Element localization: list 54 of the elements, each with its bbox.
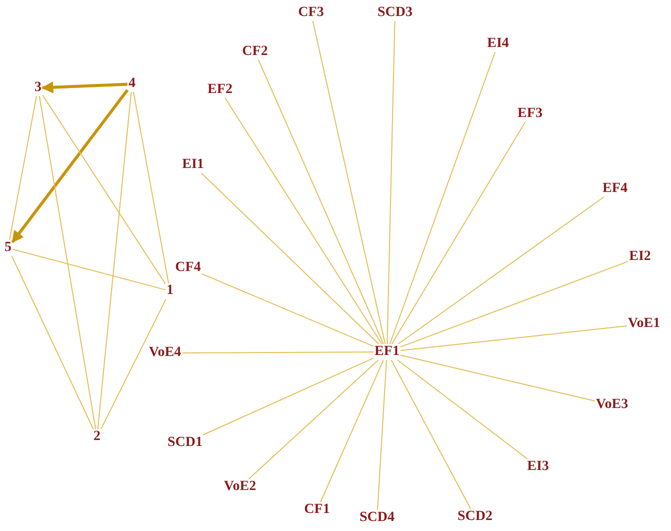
node-label: CF4 bbox=[174, 260, 202, 276]
connector-line bbox=[398, 196, 604, 344]
node-label: EI1 bbox=[181, 157, 205, 173]
connector-line bbox=[42, 94, 166, 285]
connector-line bbox=[248, 360, 379, 480]
connector-line bbox=[200, 172, 380, 344]
node-label: EF1 bbox=[374, 344, 400, 360]
connector-line bbox=[390, 360, 472, 510]
node-label: 3 bbox=[34, 80, 42, 96]
node-label: 5 bbox=[4, 240, 12, 256]
connector-line bbox=[400, 325, 628, 352]
connector-line bbox=[376, 360, 388, 510]
connector-line bbox=[391, 122, 526, 344]
node-label: 1 bbox=[166, 283, 174, 299]
node-label: VoE4 bbox=[148, 345, 182, 361]
connector-line bbox=[38, 96, 96, 430]
connector-line bbox=[201, 273, 374, 347]
connector-line bbox=[258, 60, 384, 344]
node-label: 4 bbox=[128, 76, 136, 92]
connector-line bbox=[12, 248, 166, 290]
node-label: SCD2 bbox=[456, 509, 494, 525]
node-label: 2 bbox=[92, 429, 102, 445]
arrow bbox=[41, 81, 128, 94]
connector-line bbox=[9, 96, 37, 240]
node-label: SCD3 bbox=[376, 5, 414, 21]
connector-line bbox=[400, 260, 629, 348]
connector-line bbox=[100, 298, 166, 430]
connector-line bbox=[312, 20, 386, 344]
connector-line bbox=[386, 20, 396, 344]
node-label: VoE3 bbox=[594, 397, 630, 413]
node-label: CF2 bbox=[241, 44, 269, 60]
connector-line bbox=[182, 352, 374, 354]
connector-line bbox=[389, 52, 496, 344]
node-label: EF3 bbox=[516, 106, 544, 122]
connector-line bbox=[202, 358, 374, 436]
connector-line bbox=[132, 92, 170, 284]
connector-line bbox=[400, 354, 596, 402]
connector-line bbox=[320, 360, 384, 502]
connector-line bbox=[224, 98, 382, 344]
connector-line bbox=[11, 256, 94, 430]
node-label: SCD4 bbox=[358, 510, 396, 526]
node-label: EI3 bbox=[526, 459, 550, 475]
node-label: EI4 bbox=[486, 36, 510, 52]
node-label: VoE2 bbox=[222, 479, 258, 495]
node-label: EI2 bbox=[628, 249, 652, 265]
connector-line bbox=[397, 360, 528, 460]
node-label: CF1 bbox=[303, 502, 331, 518]
node-label: EF4 bbox=[602, 181, 628, 197]
node-label: EF2 bbox=[206, 82, 234, 98]
node-label: SCD1 bbox=[166, 435, 204, 451]
arrow bbox=[11, 89, 129, 243]
connector-line bbox=[97, 92, 132, 430]
node-label: CF3 bbox=[297, 5, 325, 21]
node-label: VoE1 bbox=[626, 316, 662, 332]
